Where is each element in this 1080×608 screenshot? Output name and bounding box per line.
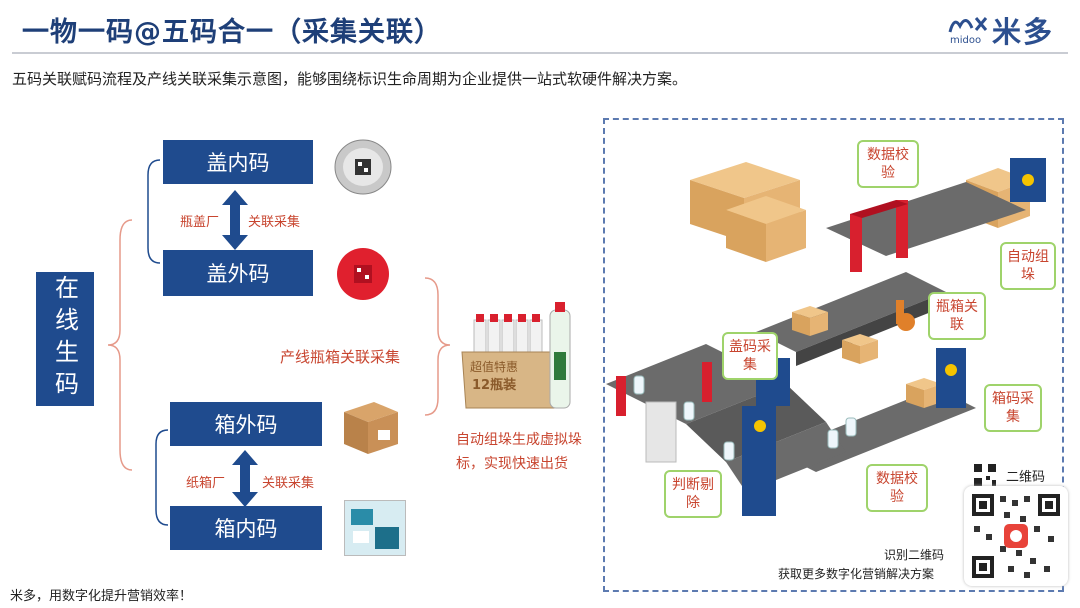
subtitle: 五码关联赋码流程及产线关联采集示意图，能够围绕标识生命周期为企业提供一站式软硬件…	[12, 70, 688, 88]
bracket-lines	[107, 159, 450, 526]
online-code-box: 在线生码	[36, 272, 94, 406]
cap-inner-box: 盖内码	[163, 140, 313, 184]
header-divider	[12, 52, 1068, 54]
qr-code[interactable]	[964, 486, 1068, 586]
paper-factory-label: 纸箱厂	[186, 476, 226, 491]
box-link-label: 关联采集	[262, 476, 315, 491]
qr-caption-2: 获取更多数字化营销解决方案	[778, 567, 935, 581]
footer-slogan: 米多，用数字化提升营销效率！	[10, 589, 193, 604]
page-title: 一物一码@五码合一（采集关联）	[22, 17, 442, 48]
box-outer-image	[340, 396, 402, 456]
production-line-panel	[603, 118, 1064, 592]
callout-judge-reject: 判断剔除	[664, 470, 722, 518]
box-inner-box: 箱内码	[170, 506, 322, 550]
box-inner-image	[344, 500, 406, 556]
crate-text-2: 12瓶装	[472, 378, 517, 393]
pallet-stack-left	[690, 162, 806, 262]
bottle-crate-image: 超值特惠 12瓶装	[458, 300, 578, 412]
callout-auto-group: 自动组垛	[1000, 242, 1056, 290]
logo-mark-icon	[948, 17, 988, 33]
qr-label: 二维码	[1006, 470, 1046, 485]
midoo-logo: 米多 midoo	[946, 8, 1068, 49]
crate-text-1: 超值特惠	[470, 360, 519, 374]
cap-inner-image	[333, 138, 393, 196]
mini-qr-icon	[972, 462, 998, 488]
production-line-illustration	[606, 158, 1046, 516]
cap-factory-label: 瓶盖厂	[180, 215, 220, 230]
cap-outer-box: 盖外码	[163, 250, 313, 296]
line-link-label: 产线瓶箱关联采集	[280, 348, 401, 366]
callout-data-check-bottom: 数据校验	[866, 464, 928, 512]
logo-sub: midoo	[950, 35, 982, 46]
qr-caption: 识别二维码	[884, 548, 945, 562]
cap-link-label: 关联采集	[248, 215, 301, 230]
callout-bottle-box-link: 瓶箱关联	[928, 292, 986, 340]
callout-data-check-top: 数据校验	[857, 140, 919, 188]
box-outer-box: 箱外码	[170, 402, 322, 446]
auto-group-desc: 自动组垛生成虚拟垛标，实现快速出货	[456, 432, 582, 472]
callout-cap-collect: 盖码采集	[722, 332, 778, 380]
callout-box-collect: 箱码采集	[984, 384, 1042, 432]
logo-text: 米多	[992, 15, 1055, 49]
cap-outer-image	[334, 246, 392, 302]
